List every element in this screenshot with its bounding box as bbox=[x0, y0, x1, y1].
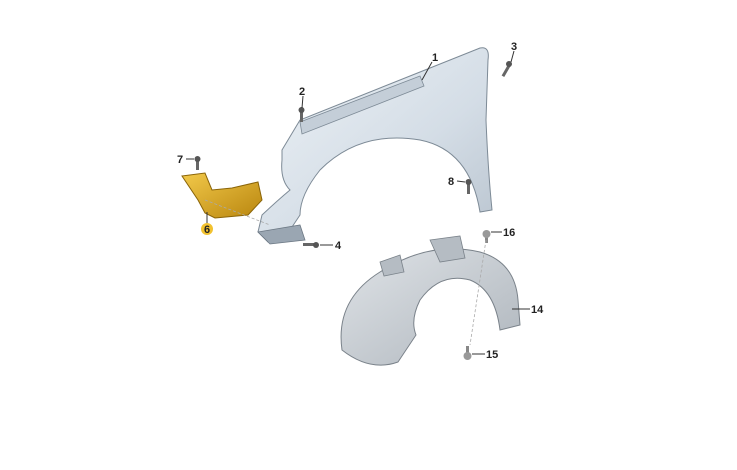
wheel-liner-part bbox=[340, 235, 521, 366]
label-bolt-right-top: 3 bbox=[511, 41, 517, 53]
bolt-3-icon bbox=[501, 61, 512, 78]
bolt-2-icon bbox=[298, 107, 305, 122]
screw-15-icon bbox=[463, 346, 472, 360]
bolt-4-icon bbox=[303, 242, 319, 248]
label-bracket: 6 bbox=[204, 224, 210, 236]
label-bracket-bolt: 7 bbox=[177, 154, 183, 166]
fender-part bbox=[257, 47, 493, 245]
label-fender: 1 bbox=[432, 52, 438, 64]
label-liner-screw-upper: 16 bbox=[503, 227, 515, 239]
label-wheel-liner: 14 bbox=[531, 304, 544, 316]
leader-lines bbox=[186, 50, 530, 355]
label-liner-screw-lower: 15 bbox=[486, 349, 498, 361]
screw-16-icon bbox=[482, 230, 491, 243]
label-fender-bolt-rear: 8 bbox=[448, 176, 454, 188]
label-bolt-top: 2 bbox=[299, 86, 305, 98]
bolt-8-icon bbox=[465, 179, 472, 194]
highlight-circle bbox=[201, 223, 213, 235]
bolt-7-icon bbox=[194, 156, 201, 170]
label-bolt-lower: 4 bbox=[335, 240, 342, 252]
bracket-part bbox=[181, 172, 263, 219]
